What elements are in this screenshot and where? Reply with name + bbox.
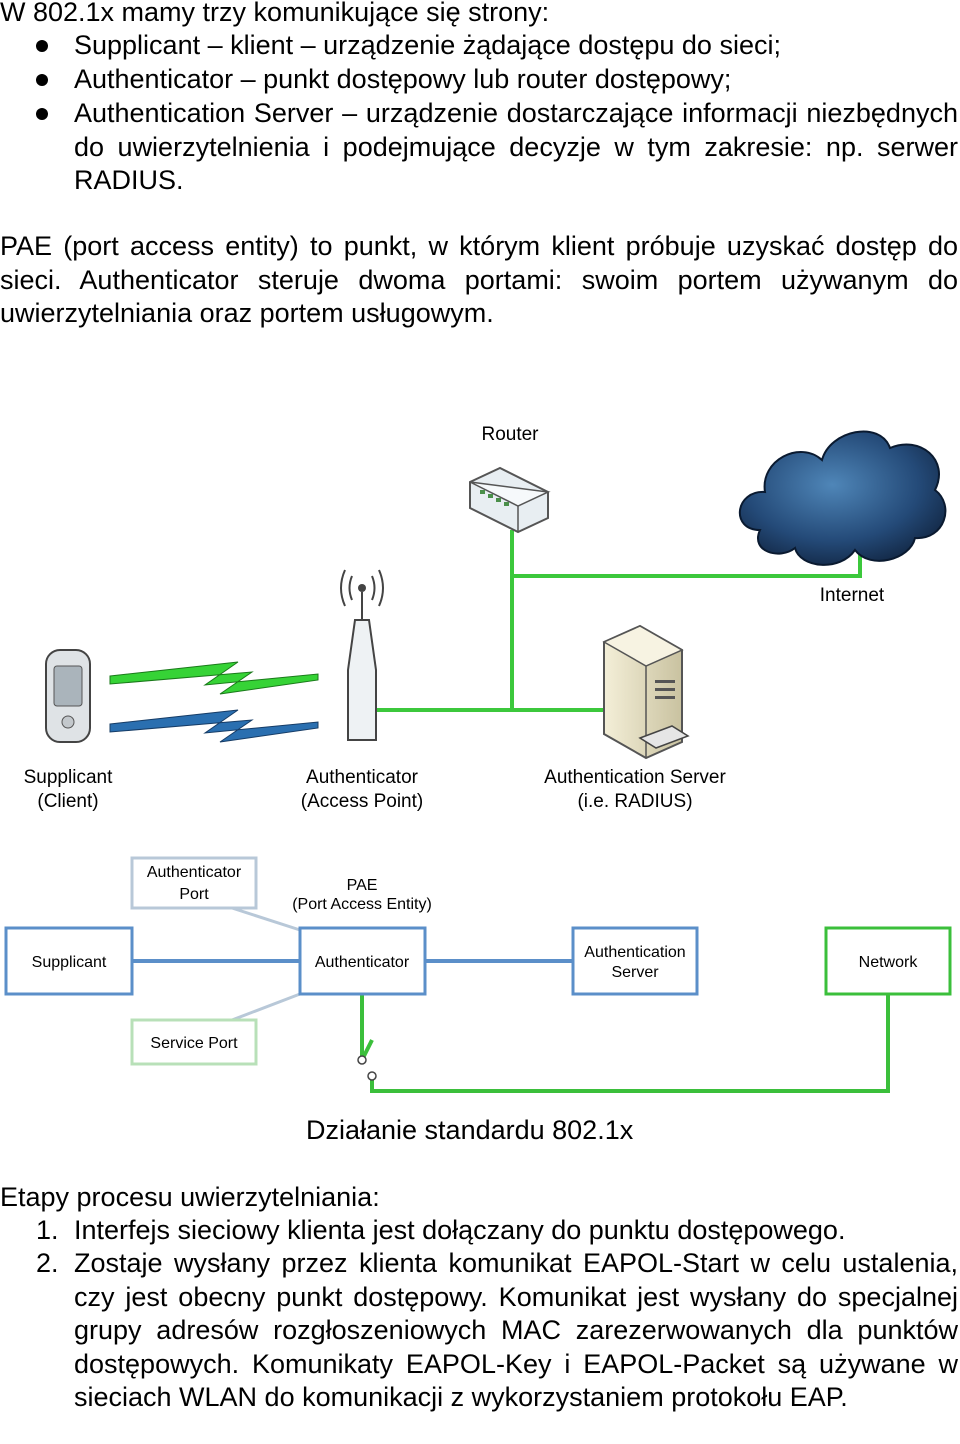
authentication-server-box-label-2: Server — [611, 964, 659, 981]
switch-pivot-icon — [357, 1055, 367, 1065]
authenticator-port-text: Authenticator — [147, 864, 242, 881]
service-port-pointer — [231, 992, 301, 1022]
supplicant-sublabel: (Client) — [37, 791, 98, 812]
server-label: Authentication Server — [544, 767, 726, 788]
figure-caption: Działanie standardu 802.1x — [306, 1115, 634, 1145]
service-port-label: Service Port — [150, 1035, 238, 1052]
authenticator-label: Authenticator — [306, 767, 419, 788]
authenticator-box-label: Authenticator — [315, 954, 410, 971]
router-icon — [469, 466, 551, 534]
step-number: 2. — [36, 1248, 59, 1278]
pae-links — [132, 959, 890, 1093]
authenticator-port-box — [130, 856, 258, 910]
pae-diagram: Authenticator Port PAE (Port Access Enti… — [4, 856, 952, 1093]
supplicant-box — [4, 926, 134, 996]
step-number: 1. — [36, 1215, 59, 1245]
internet-cloud-icon — [738, 430, 947, 566]
pae-label: PAE — [347, 877, 378, 894]
authenticator-port-text-2: Port — [179, 886, 209, 903]
supplicant-label: Supplicant — [24, 767, 113, 788]
step-text: Zostaje wysłany przez klienta komunikat … — [74, 1248, 958, 1412]
bullet-icon — [36, 108, 48, 120]
bullet-supplicant: Supplicant – klient – urządzenie żądając… — [74, 30, 781, 60]
topology-diagram: Router Internet Supplicant (Client) Auth… — [24, 424, 947, 812]
bullet-icon — [36, 74, 48, 86]
network-box-label: Network — [859, 954, 919, 971]
authenticator-box — [298, 926, 427, 996]
bullet-auth-server: Authentication Server – urządzenie dosta… — [74, 98, 958, 195]
internet-label: Internet — [820, 585, 885, 606]
supplicant-box-label: Supplicant — [32, 954, 107, 971]
auth-port-pointer — [231, 906, 301, 932]
service-port-box — [130, 1018, 258, 1066]
bullet-icon — [36, 40, 48, 52]
pae-paragraph: PAE (port access entity) to punkt, w któ… — [0, 231, 958, 328]
access-point-icon — [340, 569, 384, 741]
authenticator-sublabel: (Access Point) — [301, 791, 423, 812]
bullet-authenticator: Authenticator – punkt dostępowy lub rout… — [74, 64, 732, 94]
step-text: Interfejs sieciowy klienta jest dołączan… — [74, 1215, 846, 1245]
server-icon — [602, 624, 690, 760]
intro-heading: W 802.1x mamy trzy komunikujące się stro… — [0, 0, 550, 27]
authentication-server-box — [571, 926, 699, 996]
authentication-server-box-label: Authentication — [584, 944, 685, 961]
pda-icon — [45, 649, 91, 743]
steps-heading: Etapy procesu uwierzytelniania: — [0, 1182, 380, 1212]
server-sublabel: (i.e. RADIUS) — [577, 791, 692, 812]
network-box — [824, 926, 952, 996]
pae-sublabel: (Port Access Entity) — [292, 896, 432, 913]
router-label: Router — [481, 424, 539, 445]
wireless-signal-icon — [109, 661, 319, 743]
switch-contact-icon — [367, 1071, 377, 1081]
